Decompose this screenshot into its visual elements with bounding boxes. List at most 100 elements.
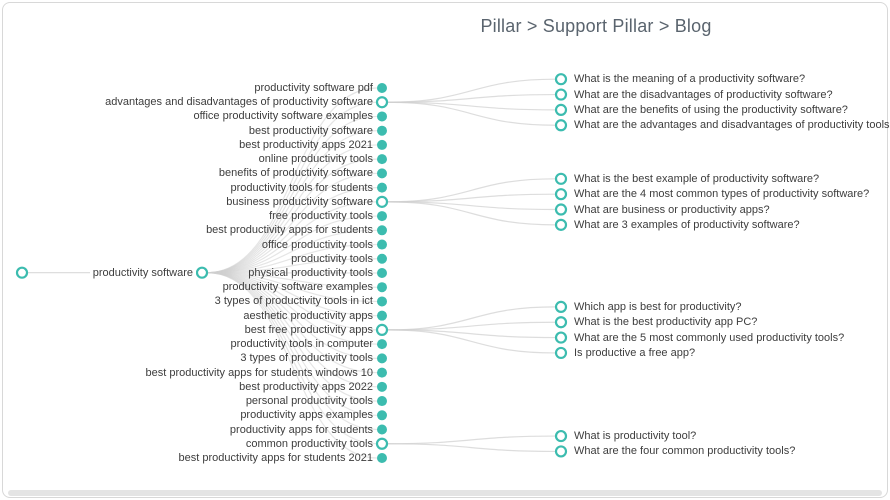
question-link-curve <box>386 321 556 331</box>
keyword-node-label: productivity apps examples <box>240 409 373 422</box>
keyword-node-label: best productivity apps for students 2021 <box>178 451 373 464</box>
question-node-ring[interactable] <box>554 331 568 344</box>
question-label: What are the four common productivity to… <box>574 445 796 458</box>
horizontal-scrollbar[interactable] <box>8 490 882 496</box>
question-node-ring[interactable] <box>554 429 568 443</box>
keyword-node-dot[interactable] <box>377 211 387 222</box>
keyword-node-label: advantages and disadvantages of producti… <box>105 96 373 109</box>
question-label: What is productivity tool? <box>574 430 697 443</box>
link-curve <box>206 144 378 274</box>
question-link-curve <box>386 93 556 103</box>
link-curve <box>206 130 378 274</box>
link-curve <box>206 229 378 274</box>
root-node-ring[interactable] <box>195 266 209 279</box>
keyword-node-ring[interactable] <box>375 323 389 337</box>
question-node-ring[interactable] <box>554 300 568 313</box>
keyword-node-dot[interactable] <box>377 424 387 435</box>
question-label: What are 3 examples of productivity soft… <box>574 218 800 231</box>
keyword-node-dot[interactable] <box>377 282 387 293</box>
keyword-node-label: aesthetic productivity apps <box>243 309 373 322</box>
question-link-curve <box>386 329 556 354</box>
question-node-ring[interactable] <box>554 316 568 329</box>
question-node-ring[interactable] <box>554 188 568 201</box>
question-node-ring[interactable] <box>554 203 568 216</box>
keyword-node-dot[interactable] <box>377 225 387 236</box>
question-node-ring[interactable] <box>554 103 568 117</box>
keyword-node-dot[interactable] <box>377 339 387 350</box>
keyword-node-label: productivity tools <box>291 252 373 265</box>
question-link-curve <box>386 201 556 226</box>
question-label: What are the 5 most commonly used produc… <box>574 331 845 344</box>
question-link-curve <box>386 435 556 445</box>
keyword-node-dot[interactable] <box>377 296 387 307</box>
keyword-node-label: productivity software pdf <box>254 82 373 94</box>
link-curve <box>206 258 378 274</box>
link-curve <box>206 115 378 274</box>
keyword-node-dot[interactable] <box>377 239 387 250</box>
question-node-ring[interactable] <box>554 172 568 185</box>
keyword-node-label: office productivity software examples <box>193 110 373 123</box>
keyword-node-label: free productivity tools <box>269 210 373 223</box>
keyword-node-label: physical productivity tools <box>248 266 373 279</box>
keyword-node-ring[interactable] <box>375 195 389 208</box>
keyword-node-dot[interactable] <box>377 125 387 136</box>
keyword-node-dot[interactable] <box>377 253 387 264</box>
keyword-node-label: best productivity apps for students wind… <box>145 366 373 379</box>
question-node-ring[interactable] <box>554 88 568 101</box>
keyword-node-dot[interactable] <box>377 310 387 321</box>
question-node-ring[interactable] <box>554 218 568 231</box>
keyword-node-label: productivity tools in computer <box>230 338 373 351</box>
keyword-node-dot[interactable] <box>377 452 387 463</box>
keyword-node-ring[interactable] <box>375 437 389 450</box>
keyword-node-dot[interactable] <box>377 83 387 93</box>
question-label: What is the best example of productivity… <box>574 172 820 185</box>
keyword-node-label: 3 types of productivity tools <box>240 352 373 365</box>
keyword-node-label: best productivity apps 2022 <box>239 380 373 393</box>
question-link-curve <box>386 443 556 453</box>
keyword-node-label: benefits of productivity software <box>218 167 373 180</box>
keyword-node-dot[interactable] <box>377 353 387 364</box>
keyword-node-dot[interactable] <box>377 154 387 165</box>
keyword-node-label: 3 types of productivity tools in ict <box>214 295 373 308</box>
question-link-curve <box>386 193 556 203</box>
link-curve <box>206 101 378 274</box>
keyword-node-dot[interactable] <box>377 381 387 392</box>
question-label: What are the benefits of using the produ… <box>574 103 848 116</box>
question-label: What are the advantages and disadvantage… <box>574 119 890 132</box>
keyword-node-dot[interactable] <box>377 139 387 150</box>
question-label: What are the 4 most common types of prod… <box>574 188 870 201</box>
keyword-node-label: online productivity tools <box>258 153 373 166</box>
keyword-node-dot[interactable] <box>377 396 387 407</box>
question-node-ring[interactable] <box>554 445 568 458</box>
keyword-node-dot[interactable] <box>377 267 387 278</box>
keyword-node-label: personal productivity tools <box>245 395 373 408</box>
link-curve <box>206 243 378 274</box>
keyword-node-label: office productivity tools <box>261 238 373 251</box>
root-anchor-ring[interactable] <box>15 266 29 279</box>
keyword-node-label: best free productivity apps <box>244 323 373 336</box>
keyword-node-dot[interactable] <box>377 168 387 179</box>
question-node-ring[interactable] <box>554 346 568 360</box>
keyword-node-dot[interactable] <box>377 182 387 193</box>
root-node-label: productivity software <box>89 265 196 280</box>
keyword-node-dot[interactable] <box>377 111 387 122</box>
question-node-ring[interactable] <box>554 119 568 132</box>
link-curve <box>206 272 378 331</box>
link-curve <box>206 272 378 459</box>
keyword-node-label: productivity software examples <box>222 281 373 294</box>
keyword-node-dot[interactable] <box>377 410 387 421</box>
link-curve <box>206 87 378 274</box>
keyword-node-ring[interactable] <box>375 96 389 109</box>
question-label: What is the best productivity app PC? <box>574 316 758 329</box>
keyword-node-label: productivity tools for students <box>230 181 373 194</box>
keyword-node-label: productivity apps for students <box>229 423 373 436</box>
question-node-ring[interactable] <box>554 73 568 86</box>
link-curve <box>206 272 378 345</box>
keyword-node-dot[interactable] <box>377 367 387 378</box>
link-curve <box>206 158 378 274</box>
question-link-curve <box>386 101 556 126</box>
keyword-node-label: common productivity tools <box>245 437 373 450</box>
breadcrumb: Pillar > Support Pillar > Blog <box>480 16 712 36</box>
